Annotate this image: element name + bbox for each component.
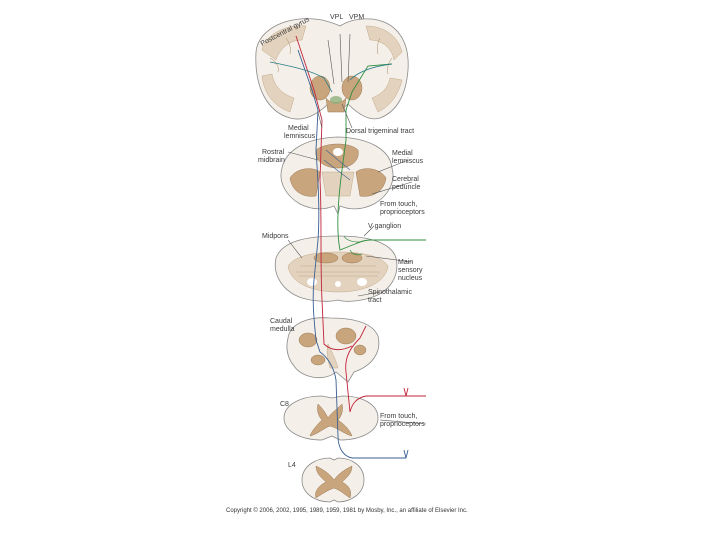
label-from-touch-top-2: proprioceptors bbox=[380, 209, 425, 216]
spinal-cord-l4-section bbox=[302, 458, 364, 502]
label-medial-lemniscus-top-1: Medial bbox=[288, 125, 309, 132]
label-medial-lemniscus-mid-1: Medial bbox=[392, 150, 413, 157]
label-spinothalamic-tract-2: tract bbox=[368, 297, 382, 304]
label-cerebral-peduncle-2: peduncle bbox=[392, 184, 421, 191]
label-vpl: VPL bbox=[330, 14, 343, 21]
label-from-touch-bottom-1: From touch, bbox=[380, 413, 417, 420]
label-spinothalamic-tract-1: Spinothalamic bbox=[368, 289, 412, 296]
label-medial-lemniscus-mid-2: lemniscus bbox=[392, 158, 424, 165]
rostral-midbrain-section bbox=[281, 137, 393, 214]
label-l4: L4 bbox=[288, 462, 296, 469]
label-v-ganglion: V ganglion bbox=[368, 223, 401, 230]
label-medial-lemniscus-top-2: lemniscus bbox=[284, 133, 316, 140]
label-rostral-midbrain-1: Rostral bbox=[262, 149, 285, 156]
label-c8: C8 bbox=[280, 401, 289, 408]
label-vpm: VPM bbox=[349, 14, 364, 21]
label-main-sensory-nucleus-2: sensory bbox=[398, 267, 423, 274]
label-midpons: Midpons bbox=[262, 233, 289, 240]
label-caudal-medulla-1: Caudal bbox=[270, 318, 293, 325]
label-from-touch-bottom-2: proprioceptors bbox=[380, 421, 425, 428]
label-caudal-medulla-2: medulla bbox=[270, 326, 295, 333]
label-from-touch-top-1: From touch, bbox=[380, 201, 417, 208]
label-main-sensory-nucleus-1: Main bbox=[398, 259, 413, 266]
spinal-cord-c8-section bbox=[284, 396, 378, 440]
copyright-notice: Copyright © 2006, 2002, 1995, 1989, 1959… bbox=[226, 507, 468, 514]
label-main-sensory-nucleus-3: nucleus bbox=[398, 275, 423, 282]
label-dorsal-trigeminal-tract: Dorsal trigeminal tract bbox=[346, 128, 414, 135]
label-cerebral-peduncle-1: Cerebral bbox=[392, 176, 419, 183]
label-rostral-midbrain-2: midbrain bbox=[258, 157, 285, 164]
